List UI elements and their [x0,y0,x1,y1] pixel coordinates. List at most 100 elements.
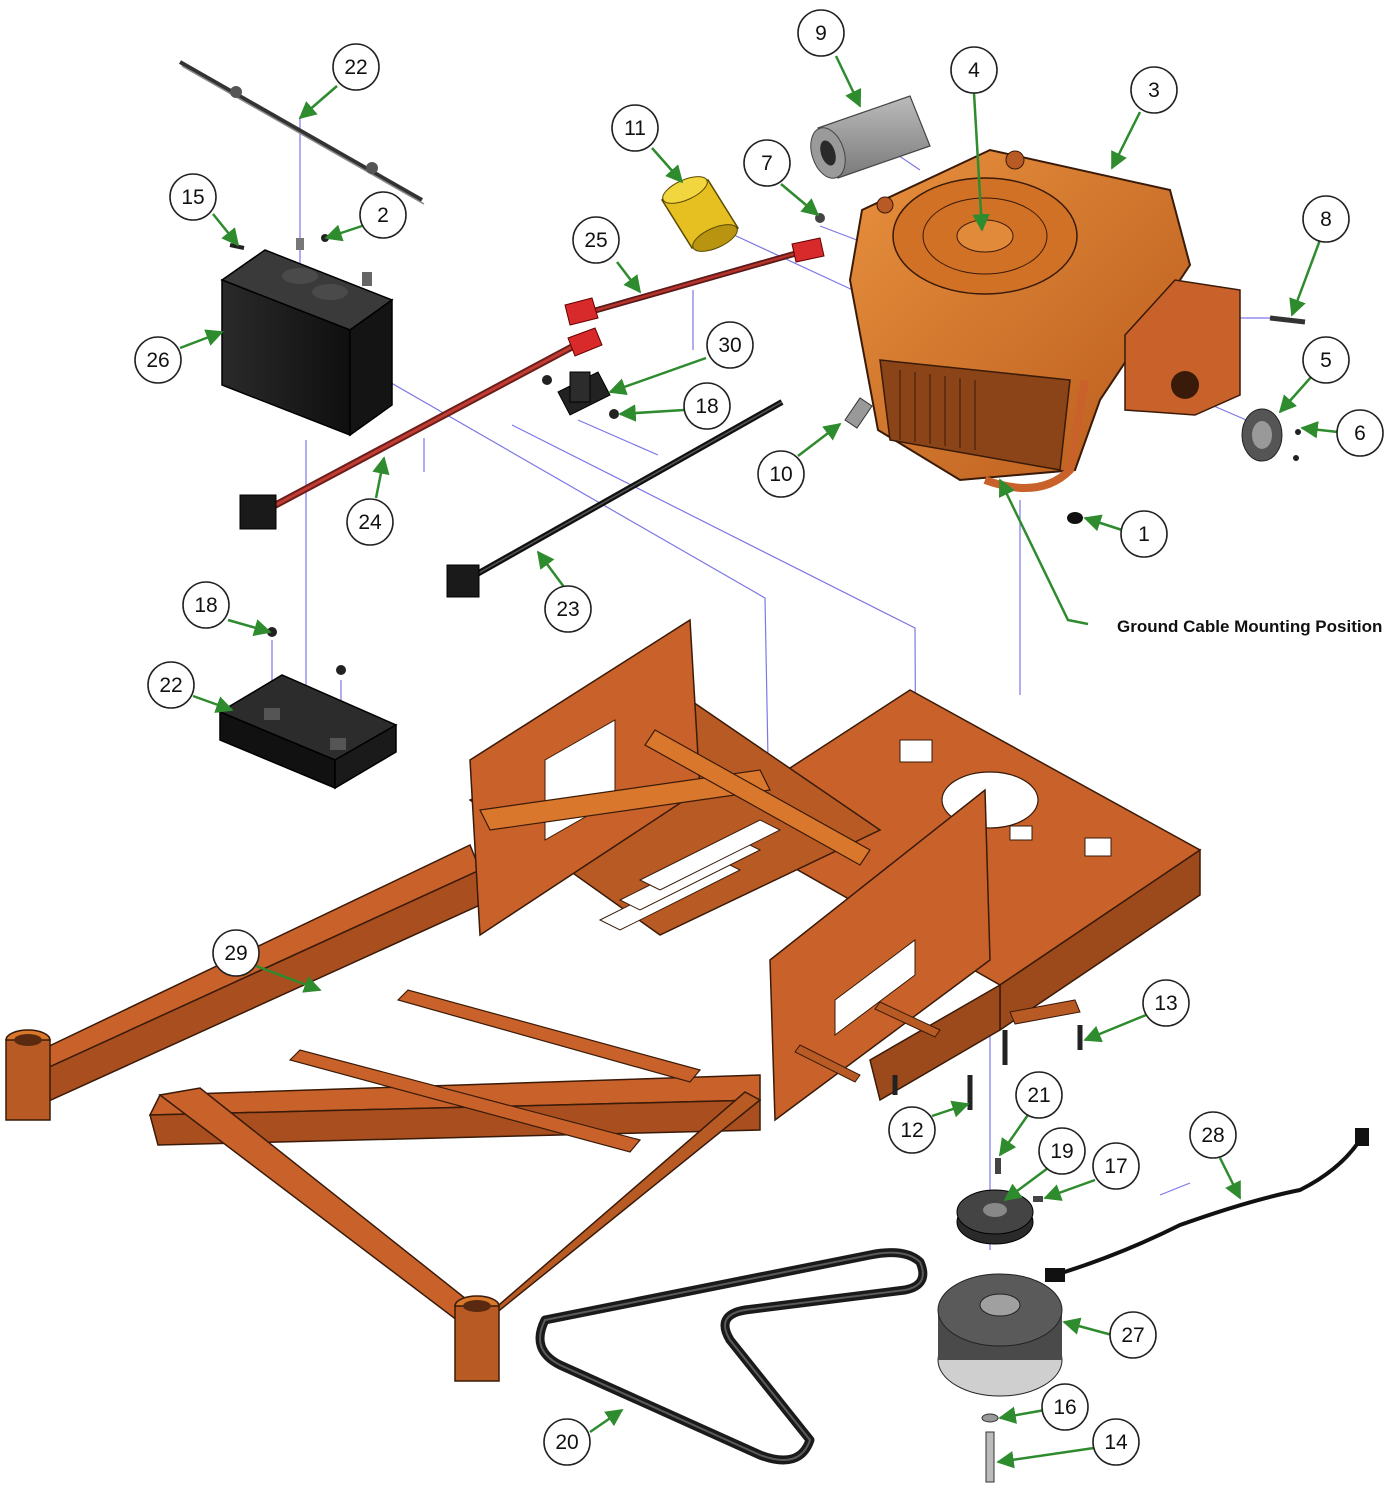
callout-number: 18 [695,395,718,418]
callout-oil-filter: 11 [611,104,659,152]
callout-circle [1142,979,1190,1027]
callout-number: 22 [344,56,367,79]
callout-circle [1038,1127,1086,1175]
ground-cable [446,399,784,598]
callout-battery: 26 [134,336,182,384]
callout-circle [544,585,592,633]
callout-number: 7 [761,152,773,175]
oil-filter [660,176,740,252]
callout-electric-clutch: 27 [1109,1311,1157,1359]
callout-engine-cover: 4 [950,46,998,94]
engine [848,148,1192,492]
callout-nut: 2 [359,191,407,239]
callout-layer: 2215226241822112530182397438561012913122… [134,9,1384,1466]
callout-solenoid: 30 [706,321,754,369]
callout-number: 18 [194,594,217,617]
callout-circle [1092,1418,1140,1466]
callout-circle [1109,1311,1157,1359]
callout-number: 14 [1104,1431,1128,1454]
callout-bolt: 13 [1142,979,1190,1027]
callout-number: 10 [769,463,792,486]
callout-plug: 1 [1120,510,1168,558]
callout-circle [743,139,791,187]
callout-frame: 29 [212,929,260,977]
small-parts [229,213,1369,1483]
callout-circle [543,1418,591,1466]
callout-number: 17 [1104,1155,1127,1178]
callout-number: 30 [718,334,741,357]
callout-circle [572,216,620,264]
callout-number: 13 [1154,992,1177,1015]
ground-cable-note: Ground Cable Mounting Position [1117,617,1382,636]
callout-screw: 18 [182,581,230,629]
callout-number: 20 [555,1431,578,1454]
callout-circle [888,1106,936,1154]
callout-number: 25 [584,229,607,252]
solenoid [542,371,619,419]
callout-circle [212,929,260,977]
callout-muffler-guard: 5 [1302,336,1350,384]
callout-circle [1302,195,1350,243]
callout-fuel-filter: 10 [757,450,805,498]
callout-number: 15 [181,186,204,209]
callout-number: 28 [1201,1124,1224,1147]
callout-number: 1 [1138,523,1150,546]
drive-belt [535,1248,928,1465]
hold-down-rod [179,60,425,205]
callout-number: 6 [1354,422,1366,445]
callout-engine: 3 [1130,66,1178,114]
callout-number: 22 [159,674,182,697]
callout-circle [1130,66,1178,114]
callout-number: 11 [624,117,646,140]
callout-clutch-bolt: 14 [1092,1418,1140,1466]
leader-lines [179,55,1339,1469]
callout-number: 4 [968,59,980,82]
callout-number: 19 [1050,1140,1073,1163]
callout-circle [706,321,754,369]
callout-circle [134,336,182,384]
muffler [1124,279,1241,416]
callout-circle [359,191,407,239]
frame [5,618,1202,1382]
callout-spark-plug: 8 [1302,195,1350,243]
callout-number: 2 [377,204,389,227]
callout-number: 26 [146,349,169,372]
callout-number: 21 [1027,1084,1050,1107]
callout-circle [346,498,394,546]
callout-bolt: 12 [888,1106,936,1154]
callout-number: 3 [1148,79,1160,102]
callout-battery-hold-down-rod: 22 [332,43,380,91]
callout-number: 27 [1121,1324,1144,1347]
callout-number: 29 [224,942,247,965]
callout-set-screw: 17 [1092,1142,1140,1190]
callout-number: 16 [1053,1396,1076,1419]
callout-number: 12 [900,1119,923,1142]
battery-tray [218,627,398,790]
air-filter [810,95,931,179]
callout-washer: 16 [1041,1383,1089,1431]
callout-key: 21 [1015,1071,1063,1119]
callout-positive-battery-cable: 24 [346,498,394,546]
callout-circle [1336,409,1384,457]
callout-circle [169,173,217,221]
callout-circle [1120,510,1168,558]
callout-bolt: 15 [169,173,217,221]
positive-cable [239,327,603,530]
callout-belt: 20 [543,1418,591,1466]
callout-nut: 7 [743,139,791,187]
callout-circle [182,581,230,629]
callout-clutch-harness: 28 [1189,1111,1237,1159]
callout-number: 5 [1320,349,1332,372]
battery [220,238,394,437]
callout-circle [1189,1111,1237,1159]
callout-circle [332,43,380,91]
callout-ground-cable: 23 [544,585,592,633]
callout-circle [611,104,659,152]
callout-screw: 6 [1336,409,1384,457]
callout-circle [757,450,805,498]
callout-starter-cable: 25 [572,216,620,264]
callout-number: 8 [1320,208,1332,231]
callout-circle [147,661,195,709]
